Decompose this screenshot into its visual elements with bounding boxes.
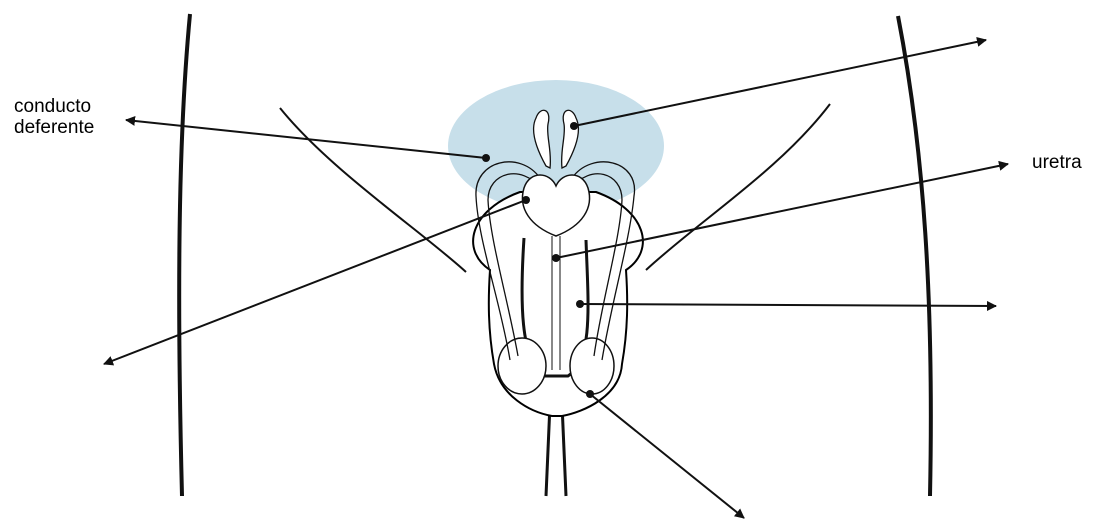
pointer-dot-seminal-vesicle <box>570 122 578 130</box>
pointer-dot-urethra <box>552 254 560 262</box>
label-urethra: uretra <box>1032 152 1082 173</box>
label-vas-deferens-line1: conducto <box>14 96 94 117</box>
leader-seminal-vesicle <box>574 40 986 126</box>
pointer-dot-bladder <box>522 196 530 204</box>
leader-corpus <box>580 304 996 306</box>
left-groin-crease <box>280 108 466 272</box>
leader-bladder <box>104 200 526 364</box>
pointer-dot-testis <box>586 390 594 398</box>
pointer-dot-corpus <box>576 300 584 308</box>
leader-testis <box>590 394 744 518</box>
pointer-dot-vas-deferens <box>482 154 490 162</box>
right-body-outline <box>898 16 931 496</box>
penis-shaft <box>546 404 566 496</box>
right-groin-crease <box>646 104 830 270</box>
left-body-outline <box>179 14 190 496</box>
right-testis <box>570 338 614 394</box>
left-testis <box>498 338 546 394</box>
label-vas-deferens-line2: deferente <box>14 117 94 138</box>
label-vas-deferens: conducto deferente <box>14 96 94 138</box>
